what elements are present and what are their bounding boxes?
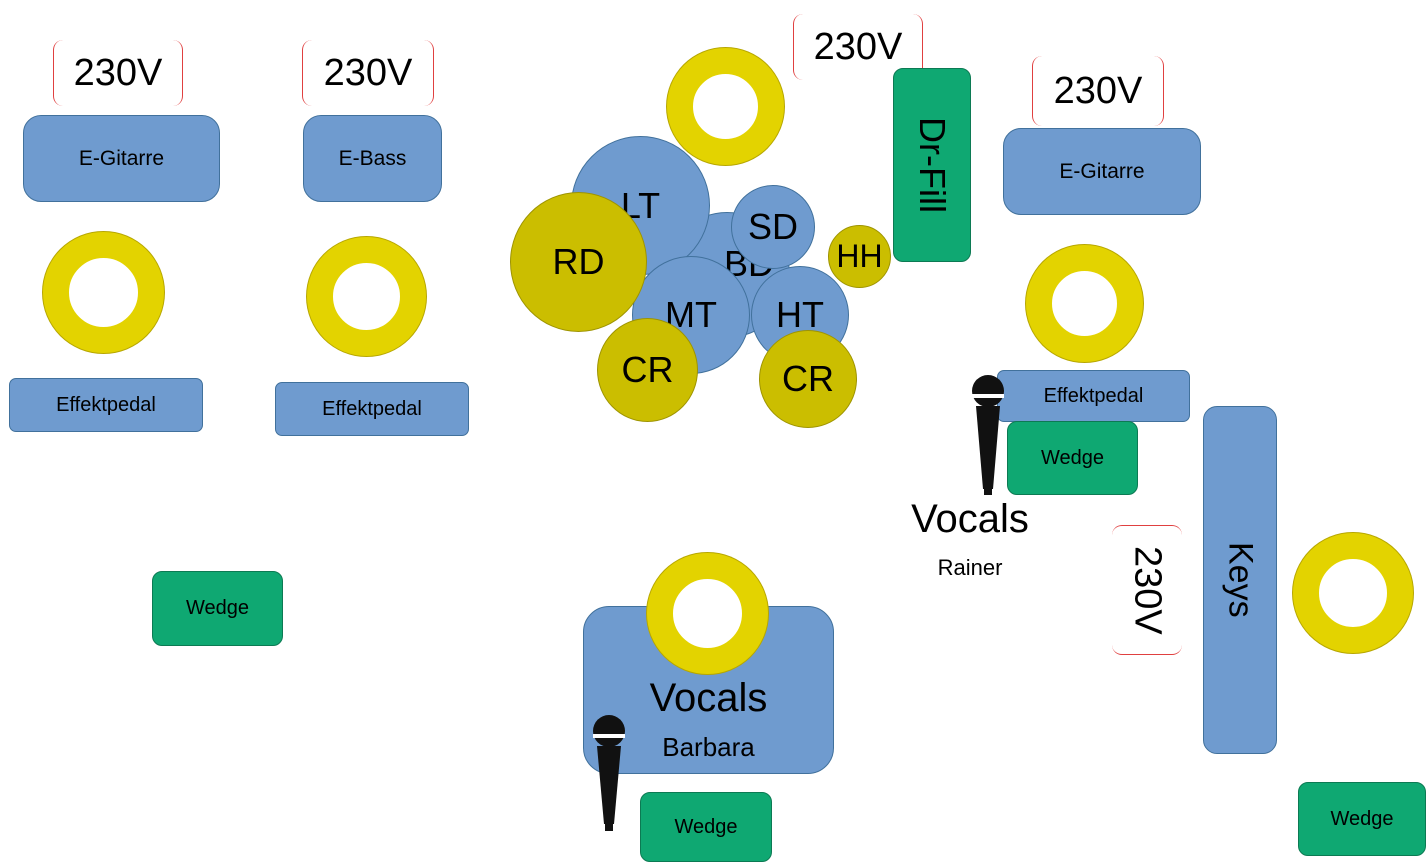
cymbal-rd: RD <box>510 192 647 332</box>
effect-pedal-right: Effektpedal <box>997 370 1190 422</box>
amp-guitar-left: E-Gitarre <box>23 115 220 202</box>
cymbal-hh: HH <box>828 225 891 288</box>
monitor-ring-icon <box>1026 245 1143 362</box>
drum-fill: Dr-Fill <box>893 68 971 262</box>
wedge-barbara: Wedge <box>640 792 772 862</box>
monitor-ring-icon <box>1293 533 1413 653</box>
monitor-ring-icon <box>667 48 784 165</box>
power-outlet-guitar-right: 230V <box>1032 56 1164 126</box>
effect-pedal-left-1: Effektpedal <box>9 378 203 432</box>
power-outlet-bass: 230V <box>302 40 434 106</box>
vocals-rainer-name: Rainer <box>937 555 1003 580</box>
power-outlet-guitar-left: 230V <box>53 40 183 106</box>
wedge-right: Wedge <box>1298 782 1426 856</box>
power-outlet-keys: 230V <box>1112 525 1182 655</box>
cymbal-cr-left: CR <box>597 318 698 422</box>
keys: Keys <box>1203 406 1277 754</box>
vocals-rainer-title: Vocals <box>911 497 1029 541</box>
effect-pedal-left-2: Effektpedal <box>275 382 469 436</box>
keys-label: Keys <box>1221 542 1260 618</box>
monitor-ring-icon <box>647 553 768 674</box>
power-outlet-drums: 230V <box>793 14 923 80</box>
drum-sd: SD <box>731 185 815 269</box>
drum-fill-label: Dr-Fill <box>912 117 953 213</box>
vocals-barbara-name: Barbara <box>662 732 755 762</box>
monitor-ring-icon <box>43 232 164 353</box>
wedge-left: Wedge <box>152 571 283 646</box>
wedge-rainer: Wedge <box>1007 421 1138 495</box>
monitor-ring-icon <box>307 237 426 356</box>
amp-guitar-right: E-Gitarre <box>1003 128 1201 215</box>
cymbal-cr-right: CR <box>759 330 857 428</box>
amp-bass: E-Bass <box>303 115 442 202</box>
microphone-icon <box>593 715 625 831</box>
power-outlet-keys-label: 230V <box>1126 545 1169 635</box>
microphone-icon <box>972 375 1004 495</box>
vocals-barbara-title: Vocals <box>649 676 768 720</box>
